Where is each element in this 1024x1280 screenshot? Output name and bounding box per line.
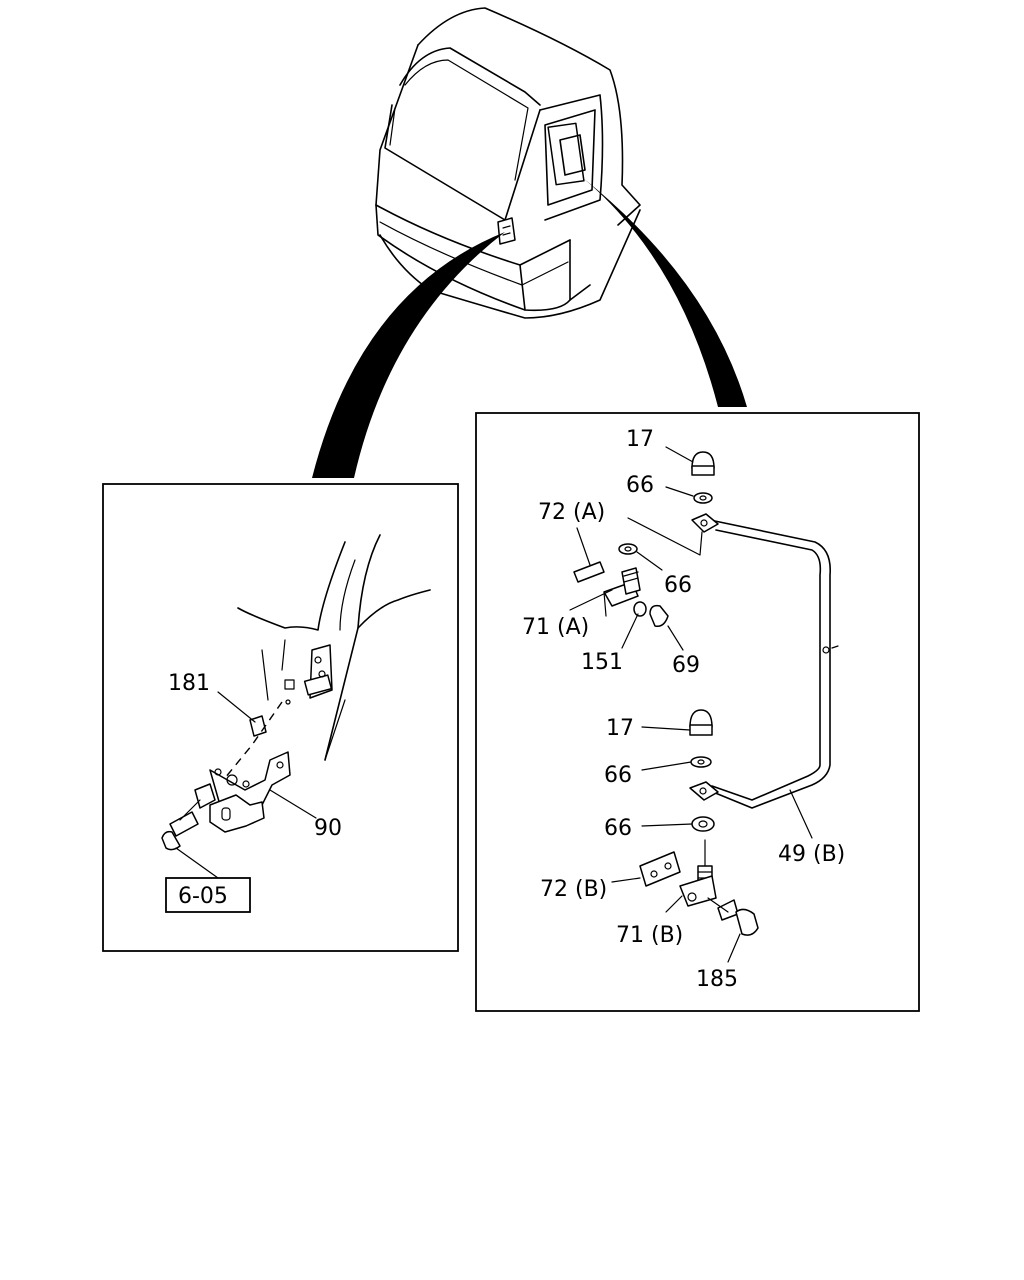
- cab-illustration: [375, 7, 641, 319]
- callout-69: 69: [672, 653, 700, 678]
- callout-66-upper: 66: [626, 473, 654, 498]
- reference-6-05[interactable]: 6-05: [178, 884, 228, 909]
- callout-71a: 71 (A): [522, 615, 589, 640]
- callout-72a: 72 (A): [538, 500, 605, 525]
- callout-66-lower-b: 66: [604, 816, 632, 841]
- callout-185: 185: [696, 967, 738, 992]
- callout-66-lower-a: 66: [604, 763, 632, 788]
- detail-panel-right: 17 66 72 (A) 66 71 (A) 151 69 17 66 66 4…: [475, 412, 920, 1012]
- callout-181: 181: [168, 671, 210, 696]
- callout-49b: 49 (B): [778, 842, 845, 867]
- callout-wedge-right: [583, 178, 747, 407]
- callout-17-lower: 17: [606, 716, 634, 741]
- callout-wedge-left: [312, 232, 505, 478]
- callout-71b: 71 (B): [616, 923, 683, 948]
- callout-151: 151: [581, 650, 623, 675]
- reference-box[interactable]: [165, 877, 251, 913]
- detail-panel-left: 181 90 6-05: [102, 483, 459, 952]
- callout-72b: 72 (B): [540, 877, 607, 902]
- callout-66-middle: 66: [664, 573, 692, 598]
- callout-17-upper: 17: [626, 427, 654, 452]
- callout-90: 90: [314, 816, 342, 841]
